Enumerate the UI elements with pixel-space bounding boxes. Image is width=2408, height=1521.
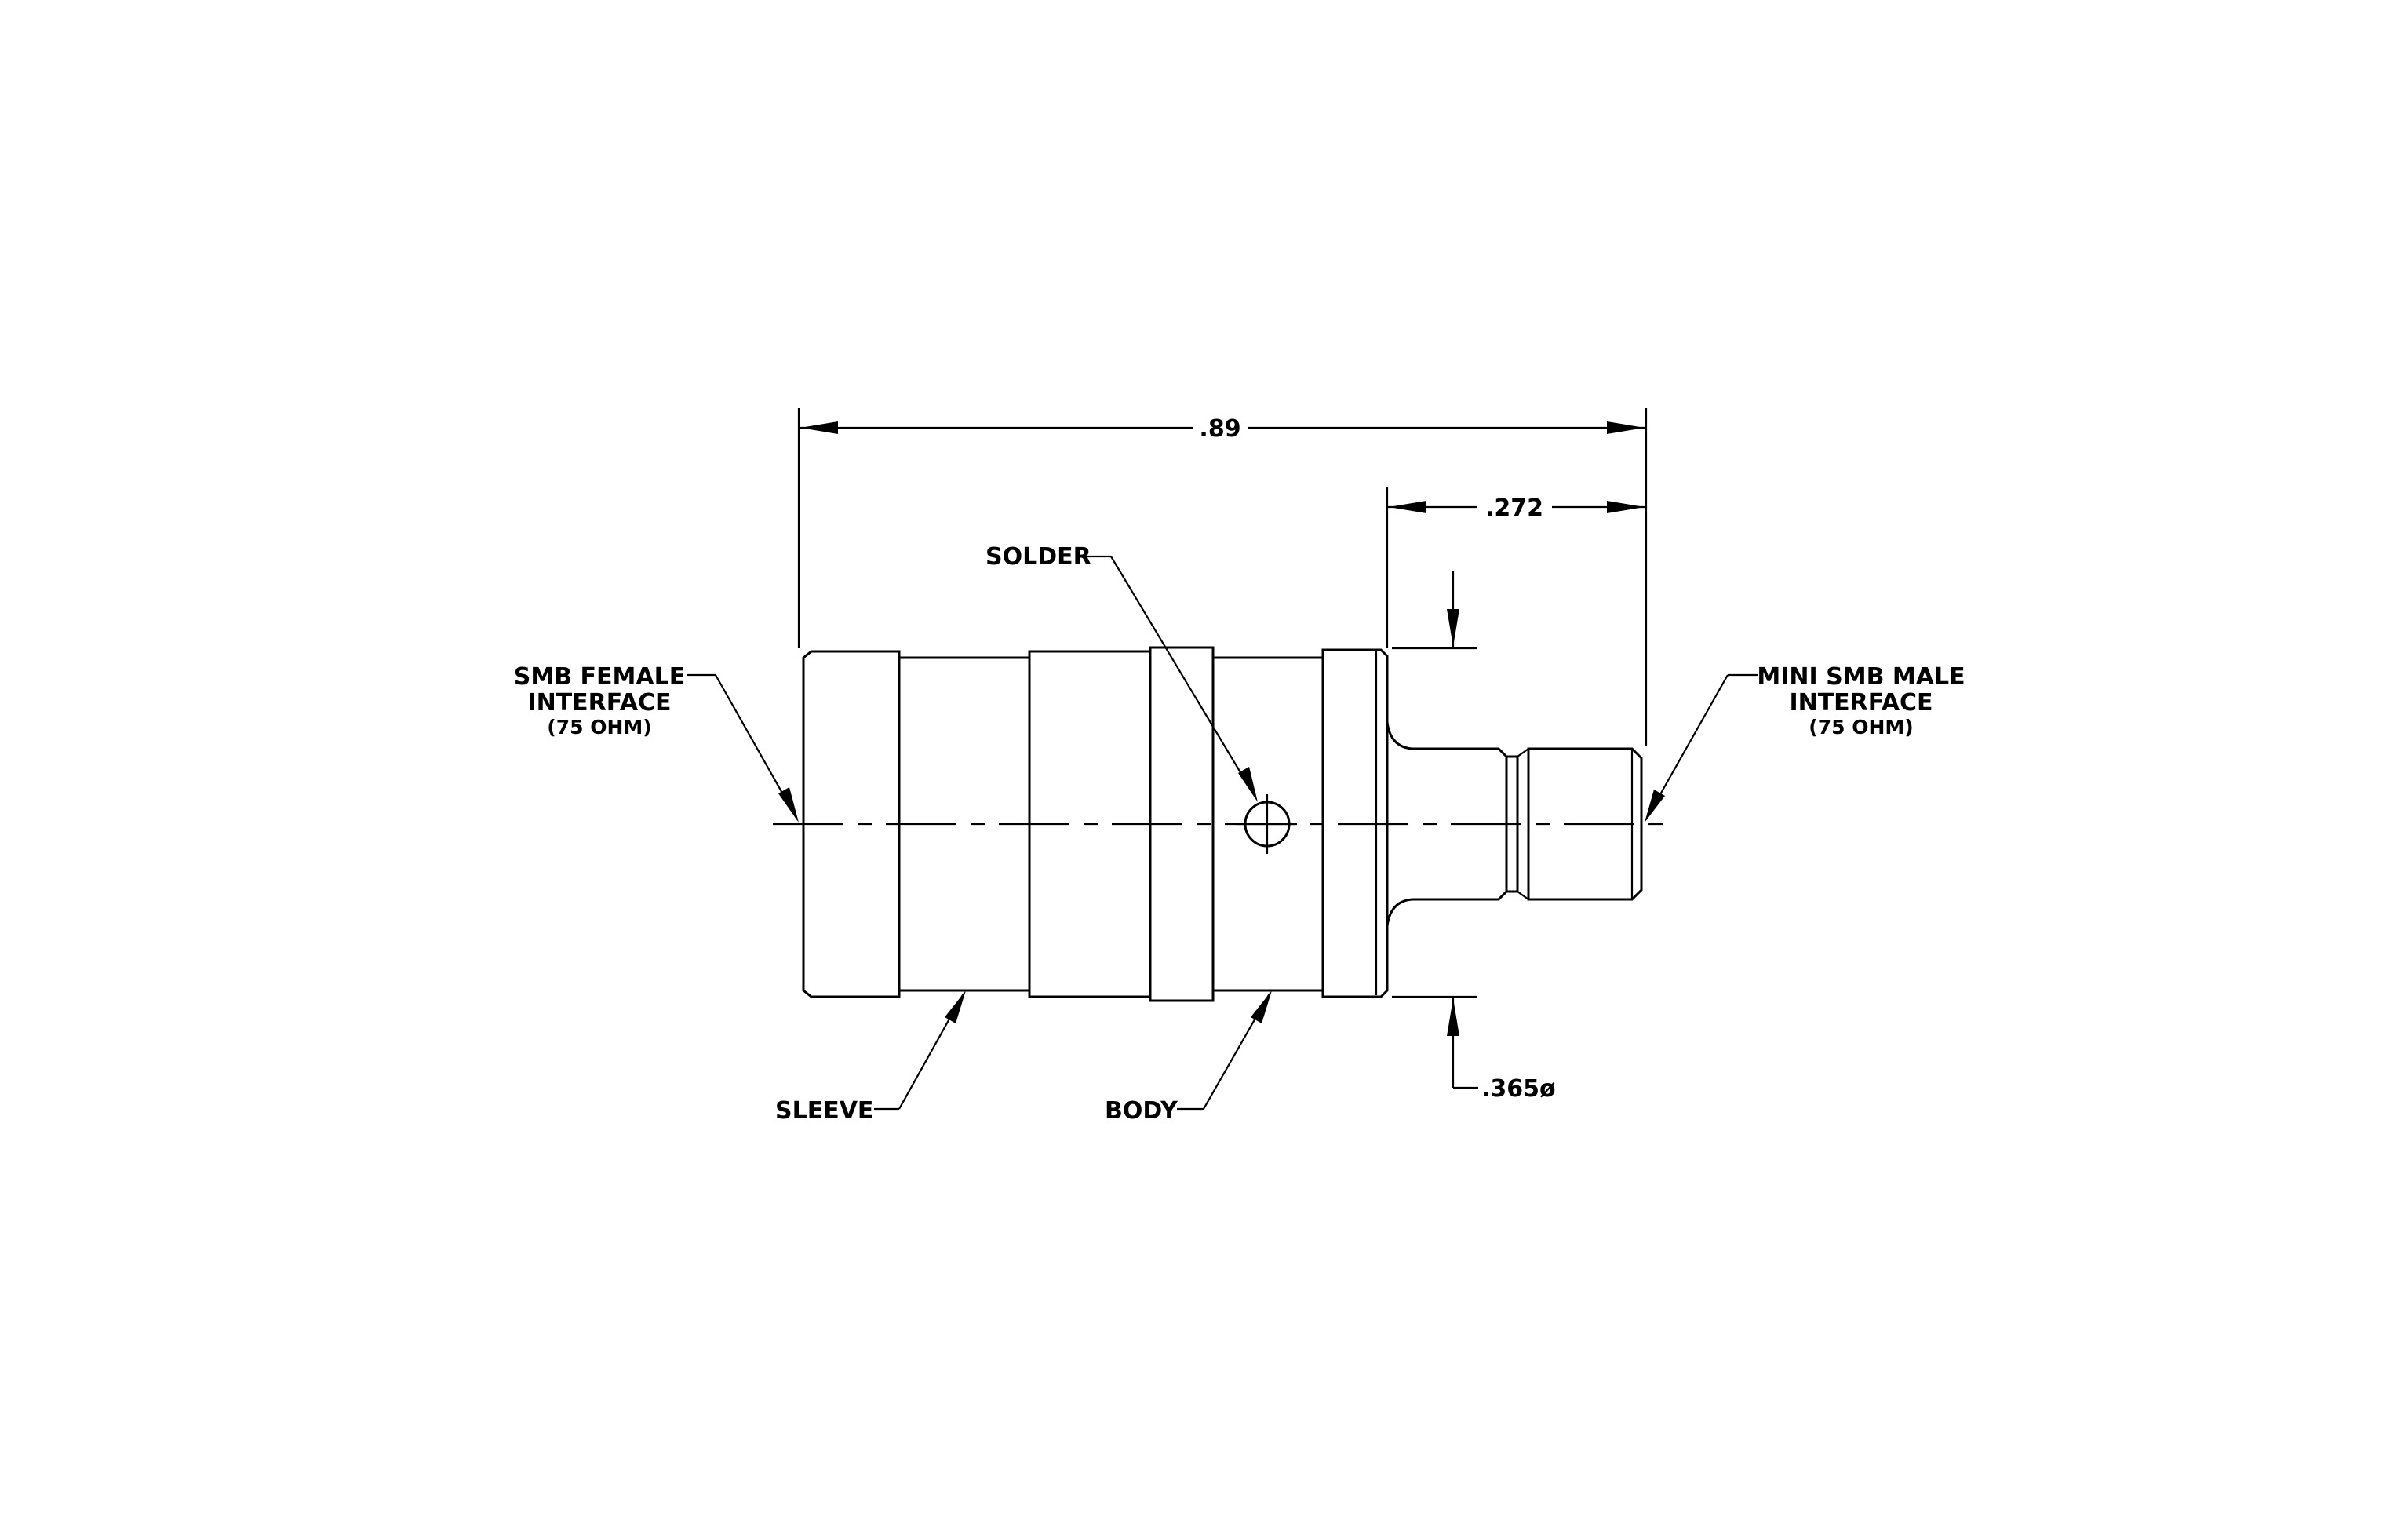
leader-right-interface: MINI SMB MALE INTERFACE (75 OHM) <box>1645 663 1965 823</box>
right-interface-line3: (75 OHM) <box>1809 716 1913 739</box>
dimension-overall: .89 <box>797 408 1648 746</box>
sleeve-lip <box>802 650 901 998</box>
flange <box>1321 648 1389 998</box>
dimension-diameter-label: .365ø <box>1481 1075 1556 1103</box>
dimension-diameter: .365ø <box>1392 571 1556 1103</box>
left-interface-line3: (75 OHM) <box>547 716 651 739</box>
solder-label: SOLDER <box>985 543 1091 571</box>
solder-hole <box>1237 794 1297 854</box>
left-interface-line2: INTERFACE <box>527 689 671 717</box>
dimension-male-length-label: .272 <box>1485 494 1543 522</box>
body-band <box>1149 646 1215 1002</box>
right-interface-line1: MINI SMB MALE <box>1757 663 1965 691</box>
sleeve-label: SLEEVE <box>775 1097 873 1125</box>
leader-solder: SOLDER <box>985 543 1258 802</box>
dimension-male-length: .272 <box>1386 487 1646 648</box>
leader-sleeve: SLEEVE <box>775 990 966 1125</box>
dimension-overall-label: .89 <box>1199 415 1240 443</box>
left-interface-line1: SMB FEMALE <box>514 663 685 691</box>
leader-left-interface: SMB FEMALE INTERFACE (75 OHM) <box>514 663 799 823</box>
leader-body: BODY <box>1105 990 1272 1125</box>
right-interface-line2: INTERFACE <box>1789 689 1933 717</box>
body-label: BODY <box>1105 1097 1178 1125</box>
